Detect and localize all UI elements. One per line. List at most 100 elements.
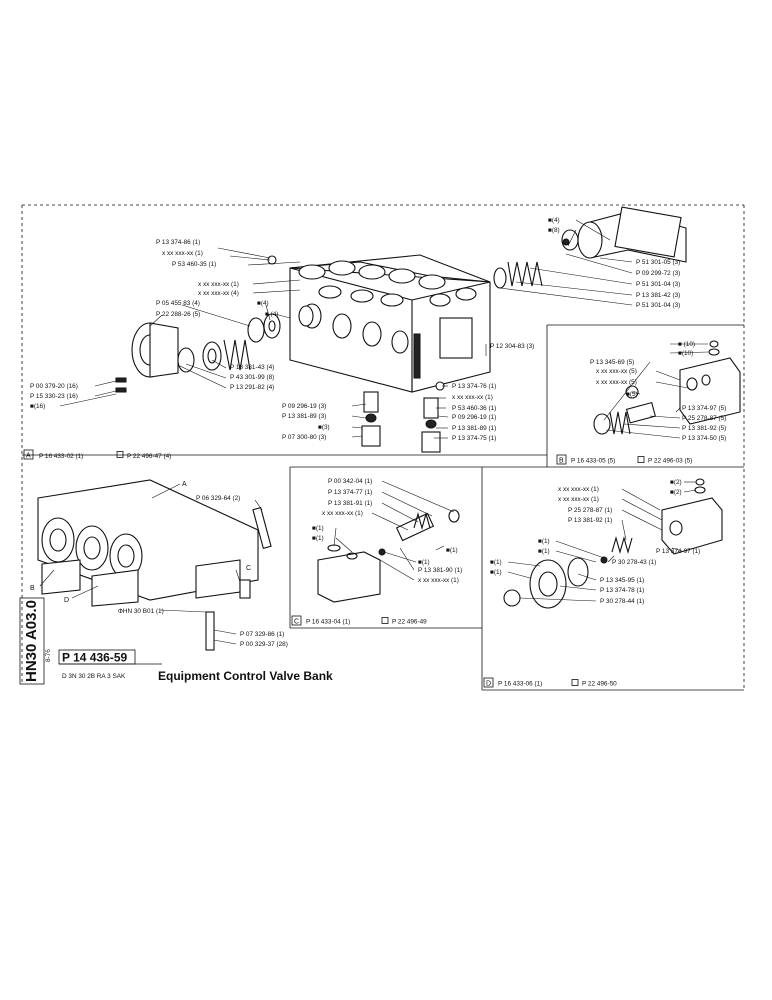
part-label: x xx xxx-xx (1)	[558, 486, 599, 493]
part-label: ■(1)	[490, 559, 502, 566]
section-ref: P 16 433-04 (1)	[306, 619, 350, 626]
part-label: ■(5)	[626, 391, 638, 398]
part-label: P 13 381-42 (3)	[636, 292, 680, 299]
part-label: P 09 296-19 (1)	[452, 414, 496, 421]
part-label: ■(1)	[418, 559, 430, 566]
valve-block-drawing	[289, 254, 491, 393]
checkbox-icon	[571, 679, 579, 686]
part-label: P 13 374-75 (1)	[452, 435, 496, 442]
section-letter: C	[294, 619, 299, 626]
assembly-overview-drawing	[37, 479, 272, 651]
part-label: P 13 345-69 (5)	[590, 359, 634, 366]
section-ref: P 16 433-05 (5)	[571, 458, 615, 465]
section-B-labels: ■ (10) ■(10) P 13 345-69 (5) x xx xxx-xx…	[590, 341, 726, 442]
part-label: ■(4)	[548, 217, 560, 224]
part-label: ■(2)	[670, 479, 682, 486]
main-labels: P 13 374-86 (1) x xx xxx-xx (1) P 53 460…	[30, 217, 680, 442]
section-C-labels: P 00 342-04 (1) P 13 374-77 (1) P 13 381…	[312, 478, 462, 584]
part-label: ■(1)	[312, 525, 324, 532]
section-letter: B	[559, 458, 564, 465]
section-ref: P 16 433-06 (1)	[498, 681, 542, 688]
part-label: P 13 381-90 (1)	[418, 567, 462, 574]
part-label: P 30 278-43 (1)	[612, 559, 656, 566]
part-label: P 13 374-86 (1)	[156, 239, 200, 246]
part-label: P 07 329-86 (1)	[240, 631, 284, 638]
part-label: P 13 374-78 (1)	[600, 587, 644, 594]
part-label: P 06 329-64 (2)	[196, 495, 240, 502]
section-D-ref: D P 16 433-06 (1) P 22 496-50	[483, 677, 617, 688]
part-label: ■(3)	[318, 424, 330, 431]
part-label: P 00 329-37 (28)	[240, 641, 288, 648]
part-label: P 51 301-04 (3)	[636, 302, 680, 309]
checkbox-icon	[116, 451, 124, 458]
part-label: P 25 278-87 (1)	[568, 507, 612, 514]
part-label: P 00 342-04 (1)	[328, 478, 372, 485]
part-label: P 22 288-26 (5)	[156, 311, 200, 318]
part-label: P 13 381-89 (3)	[282, 413, 326, 420]
part-label: ■ (10)	[678, 341, 695, 348]
part-label: ■(1)	[490, 569, 502, 576]
spool-parts-drawing	[361, 381, 445, 453]
section-D-drawing	[503, 478, 723, 609]
part-label: P 25 278-87 (5)	[682, 415, 726, 422]
part-label: P 30 278-44 (1)	[600, 598, 644, 605]
part-label: P 51 301-04 (3)	[636, 281, 680, 288]
part-label: P 13 345-95 (1)	[600, 577, 644, 584]
page-title: Equipment Control Valve Bank	[158, 669, 333, 683]
part-label: P 13 381-92 (1)	[568, 517, 612, 524]
part-label: x xx xxx-xx (1)	[452, 394, 493, 401]
part-label: ■(16)	[30, 403, 45, 410]
drawing-subcode: D 3N 30 2B RA 3 SAK	[62, 673, 126, 680]
part-label: P 53 460-35 (1)	[172, 261, 216, 268]
section-B-ref: B P 16 433-05 (5) P 22 496-03 (5)	[556, 454, 692, 465]
part-label: P 51 301-05 (3)	[636, 259, 680, 266]
section-ref: P 22 496-03 (5)	[648, 458, 692, 465]
part-label: x xx xxx-xx (1)	[558, 496, 599, 503]
leader-lines	[39, 219, 709, 645]
callout-letter: A	[182, 481, 187, 488]
side-code-block: HN30 A03.0 8-76	[19, 597, 52, 685]
part-label: x xx xxx-xx (1)	[418, 577, 459, 584]
section-C-drawing	[317, 509, 460, 603]
part-label: x xx xxx-xx (1)	[322, 510, 363, 517]
section-A-ref: A P 16 433-02 (1) P 22 496-47 (4)	[23, 449, 171, 460]
callout-letter: D	[64, 597, 69, 604]
part-label: P 00 379-20 (16)	[30, 383, 78, 390]
section-B-drawing	[593, 340, 741, 435]
section-ref: P 22 496-49	[392, 619, 427, 626]
part-label: ФHN 30 B01 (1)	[118, 608, 164, 615]
section-C-ref: C P 16 433-04 (1) P 22 496-49	[291, 615, 427, 626]
section-letter: D	[486, 681, 491, 688]
part-label: x xx xxx-xx (1)	[198, 281, 239, 288]
solenoid-assembly-drawing	[493, 206, 687, 289]
section-frames	[21, 204, 745, 691]
assembly-labels: A P 06 329-64 (2) B C D ФHN 30 B01 (1) P…	[30, 481, 288, 648]
section-ref: P 22 496-50	[582, 681, 617, 688]
part-label: P 13 381-92 (5)	[682, 425, 726, 432]
part-label: P 43 301-99 (8)	[230, 374, 274, 381]
part-label: P 15 330-23 (16)	[30, 393, 78, 400]
part-label: ■(10)	[678, 350, 693, 357]
part-label: ■(1)	[538, 538, 550, 545]
section-ref: P 16 433-02 (1)	[39, 453, 83, 460]
side-date: 8-76	[45, 649, 52, 662]
part-label: P 09 299-72 (3)	[636, 270, 680, 277]
part-label: P 13 374-97 (5)	[682, 405, 726, 412]
part-label: ■(4)	[257, 300, 269, 307]
part-label: x xx xxx-xx (1)	[162, 250, 203, 257]
part-label: P 07 300-80 (3)	[282, 434, 326, 441]
checkbox-icon	[637, 456, 645, 463]
part-label: P 13 291-82 (4)	[230, 384, 274, 391]
part-label: ■(1)	[446, 547, 458, 554]
part-label: x xx xxx-xx (4)	[198, 290, 239, 297]
section-D-labels: x xx xxx-xx (1) x xx xxx-xx (1) P 25 278…	[490, 479, 700, 605]
end-cover-drawing	[115, 255, 314, 393]
part-label: P 13 381-43 (4)	[230, 364, 274, 371]
part-label: P 12 304-83 (3)	[490, 343, 534, 350]
part-label: x xx xxx-xx (5)	[596, 379, 637, 386]
part-label: P 13 374-50 (5)	[682, 435, 726, 442]
callout-letter: B	[30, 585, 35, 592]
callout-letter: C	[246, 565, 251, 572]
